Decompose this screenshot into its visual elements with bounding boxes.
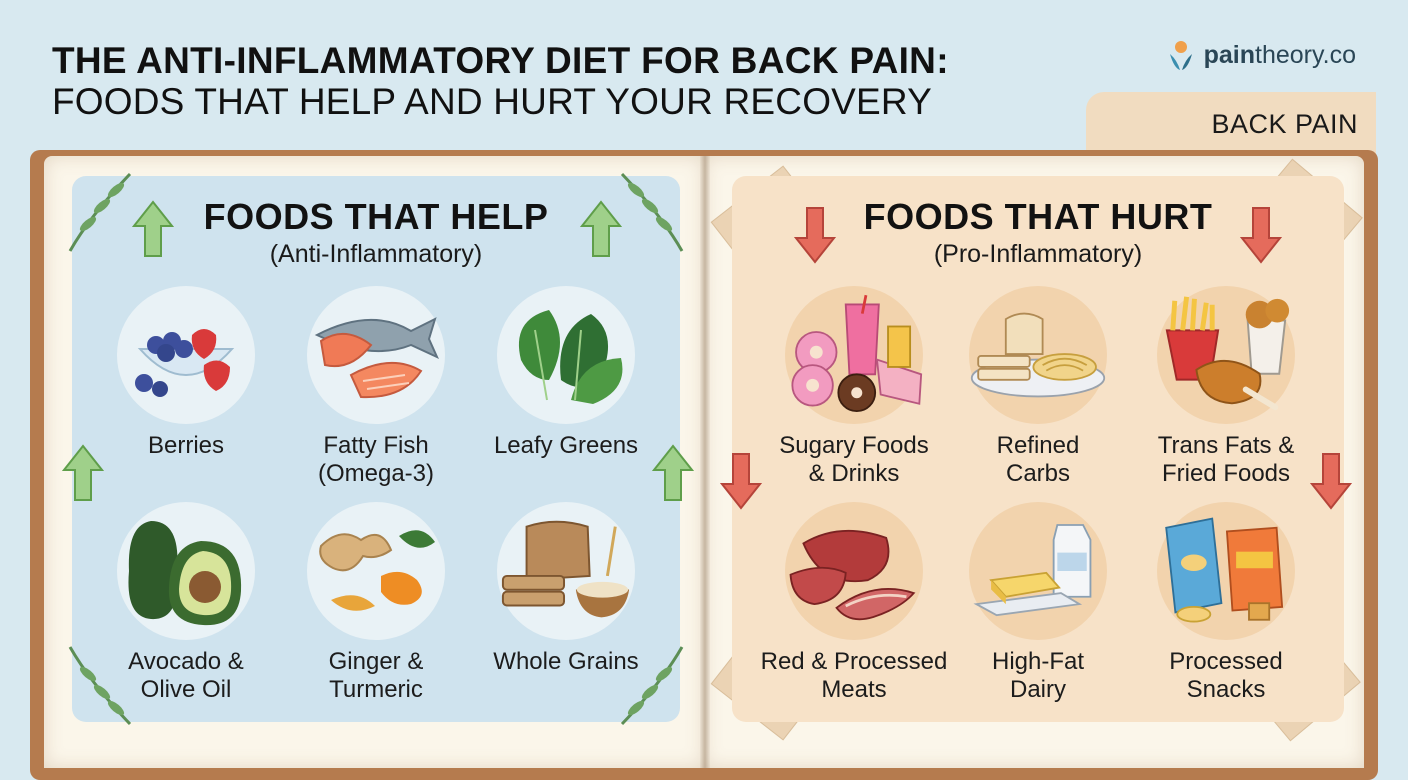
- leaf-sprig-icon: [620, 172, 684, 252]
- fish-icon: [314, 317, 439, 399]
- down-arrow-icon: [1240, 207, 1282, 264]
- food-image: [785, 286, 923, 424]
- category-tag: BACK PAIN: [1086, 92, 1376, 156]
- food-image: [497, 502, 635, 640]
- food-label: Avocado &Olive Oil: [128, 648, 244, 703]
- food-image: [117, 502, 255, 640]
- food-item-leafy-greens: Leafy Greens: [466, 286, 666, 460]
- food-item-sugary-foods: Sugary Foods& Drinks: [754, 286, 954, 487]
- food-item-avocado: Avocado &Olive Oil: [86, 502, 286, 703]
- help-subheading: (Anti-Inflammatory): [269, 240, 483, 268]
- brand-name-bold: pain: [1203, 40, 1256, 69]
- avocado-icon: [128, 521, 242, 626]
- food-item-ginger-turmeric: Ginger &Turmeric: [276, 502, 476, 703]
- food-item-berries: Berries: [86, 286, 286, 460]
- food-label: Whole Grains: [493, 648, 639, 675]
- food-item-fried-foods: Trans Fats &Fried Foods: [1126, 286, 1326, 487]
- meat-icon: [789, 529, 916, 621]
- page-title: THE ANTI-INFLAMMATORY DIET FOR BACK PAIN…: [52, 40, 949, 123]
- berries-icon: [135, 329, 235, 397]
- food-label: Fatty Fish(Omega-3): [317, 432, 435, 487]
- leaf-sprig-icon: [620, 646, 684, 726]
- fried-foods-icon: [1165, 296, 1290, 411]
- whole-grains-icon: [501, 520, 630, 618]
- book-spine: [700, 156, 710, 768]
- leaf-sprig-icon: [68, 172, 132, 252]
- food-label: Sugary Foods& Drinks: [779, 432, 929, 487]
- food-image: [1157, 502, 1295, 640]
- leafy-greens-icon: [518, 310, 623, 404]
- ginger-icon: [319, 530, 435, 611]
- food-label: Ginger &Turmeric: [328, 648, 424, 703]
- up-arrow-icon: [580, 200, 622, 257]
- up-arrow-icon: [62, 444, 104, 501]
- title-line-1: THE ANTI-INFLAMMATORY DIET FOR BACK PAIN…: [52, 40, 949, 81]
- food-image: [969, 286, 1107, 424]
- down-arrow-icon: [1310, 453, 1352, 510]
- refined-carbs-icon: [970, 312, 1106, 398]
- food-label: Trans Fats &Fried Foods: [1157, 432, 1295, 487]
- food-image: [307, 502, 445, 640]
- up-arrow-icon: [132, 200, 174, 257]
- down-arrow-icon: [794, 207, 836, 264]
- food-item-whole-grains: Whole Grains: [466, 502, 666, 676]
- food-label: Leafy Greens: [493, 432, 639, 459]
- food-image: [497, 286, 635, 424]
- snacks-icon: [1165, 517, 1284, 623]
- foods-that-help-panel: FOODS THAT HELP (Anti-Inflammatory): [62, 172, 694, 726]
- brand-name-rest: theory.co: [1255, 40, 1356, 69]
- food-image: [969, 502, 1107, 640]
- hurt-subheading: (Pro-Inflammatory): [933, 240, 1143, 268]
- dairy-icon: [973, 524, 1092, 617]
- down-arrow-icon: [720, 453, 762, 510]
- up-arrow-icon: [652, 444, 694, 501]
- food-image: [785, 502, 923, 640]
- title-line-2: FOODS THAT HELP AND HURT YOUR RECOVERY: [52, 81, 933, 123]
- food-image: [1157, 286, 1295, 424]
- food-image: [117, 286, 255, 424]
- foods-that-hurt-panel: FOODS THAT HURT (Pro-Inflammatory): [720, 176, 1352, 722]
- leaf-sprig-icon: [68, 646, 132, 726]
- sugary-foods-icon: [791, 294, 923, 413]
- brand-logo: paintheory.co: [1164, 38, 1356, 72]
- food-item-fatty-fish: Fatty Fish(Omega-3): [276, 286, 476, 487]
- help-heading: FOODS THAT HELP: [203, 196, 549, 237]
- food-image: [307, 286, 445, 424]
- painstheory-logo-icon: [1169, 41, 1192, 70]
- hurt-heading: FOODS THAT HURT: [863, 196, 1213, 237]
- food-label: Berries: [147, 432, 225, 459]
